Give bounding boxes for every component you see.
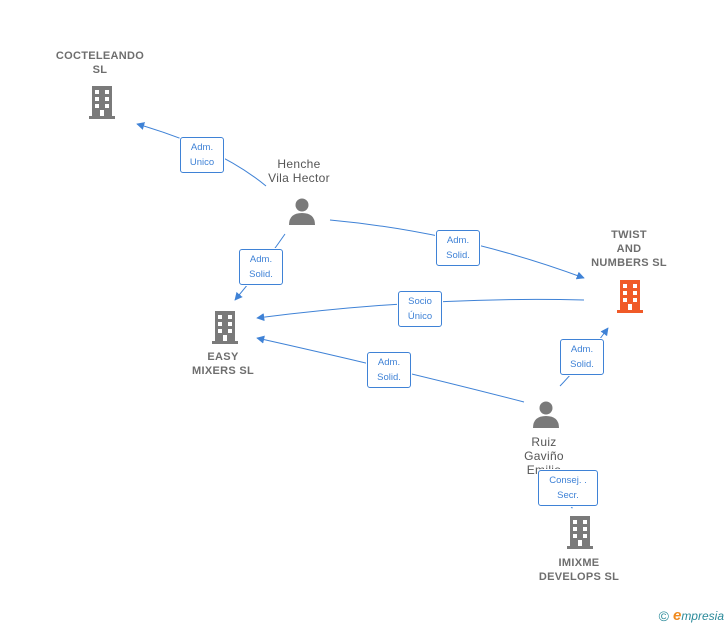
node-label-twist[interactable]: TWIST AND NUMBERS SL <box>591 229 667 269</box>
node-label-henche[interactable]: Henche Vila Hector <box>268 157 330 185</box>
relation-label[interactable]: Socio Único <box>398 291 442 327</box>
brand-logo[interactable]: empresia <box>672 607 724 624</box>
brand-footer: © empresia <box>659 607 724 624</box>
relation-label[interactable]: Adm. Unico <box>180 137 224 173</box>
relation-label[interactable]: Adm. Solid. <box>239 249 283 285</box>
person-icon[interactable] <box>531 399 561 429</box>
building-icon[interactable] <box>209 309 241 345</box>
relation-label[interactable]: Adm. Solid. <box>560 339 604 375</box>
building-icon-highlight[interactable] <box>614 278 646 314</box>
building-icon[interactable] <box>86 84 118 120</box>
relation-label[interactable]: Adm. Solid. <box>367 352 411 388</box>
node-label-ruiz[interactable]: Ruiz Gaviño Emilio <box>524 435 564 477</box>
copyright-icon: © <box>658 607 669 624</box>
relation-label[interactable]: Adm. Solid. <box>436 230 480 266</box>
node-label-easy[interactable]: EASY MIXERS SL <box>192 351 254 377</box>
node-label-cocteleando[interactable]: COCTELEANDO SL <box>55 50 145 76</box>
relation-label[interactable]: Consej. . Secr. <box>538 470 598 506</box>
node-label-imixme[interactable]: IMIXME DEVELOPS SL <box>538 557 620 583</box>
building-icon[interactable] <box>564 514 596 550</box>
person-icon[interactable] <box>287 196 317 226</box>
